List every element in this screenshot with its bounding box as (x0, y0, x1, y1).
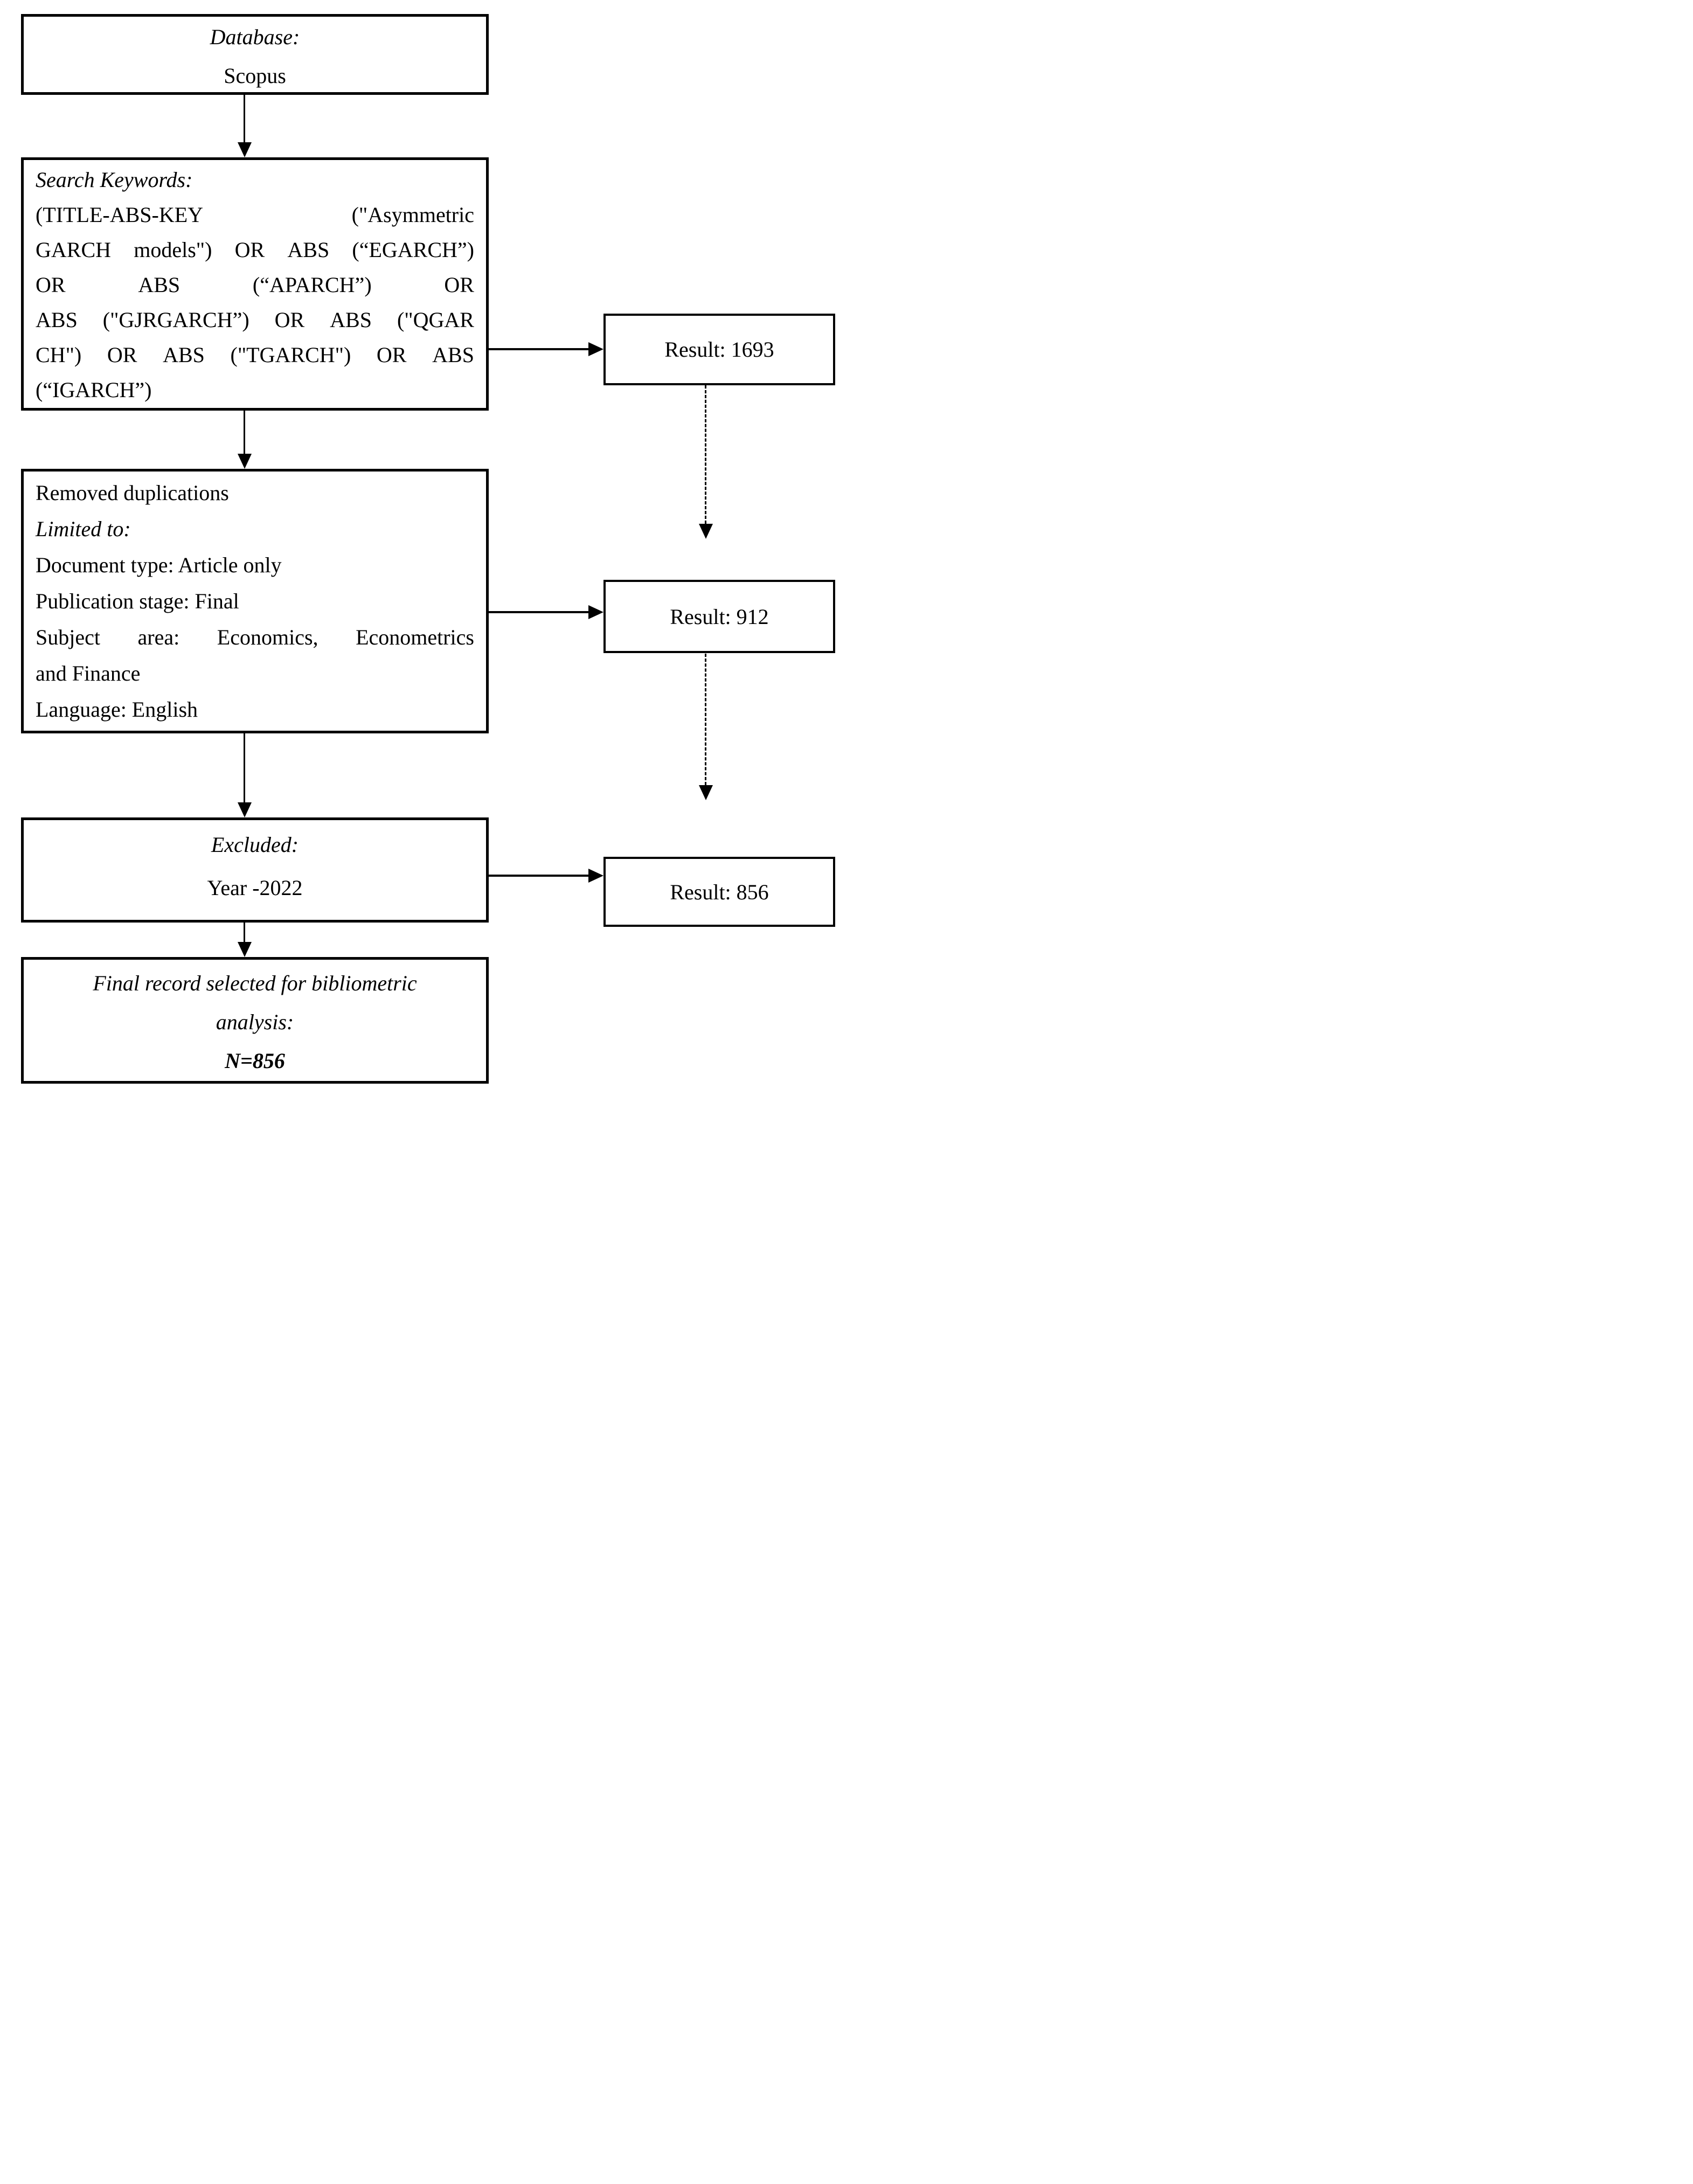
arrow-filters-to-excluded (244, 733, 245, 803)
arrow-excluded-to-result-856-head (588, 869, 603, 883)
arrow-filters-to-result-912-head (588, 605, 603, 619)
arrow-database-to-keywords (244, 95, 245, 143)
database-box: Database: Scopus (21, 14, 489, 95)
arrow-database-to-keywords-head (238, 142, 252, 157)
text-line: N=856 (225, 1049, 285, 1073)
text-line: Limited to: (36, 517, 131, 541)
arrow-filters-to-result-912 (489, 611, 589, 613)
result-box-912: Result: 912 (603, 580, 835, 653)
text-line: analysis: (216, 1010, 294, 1034)
result-856-label: Result: 856 (670, 879, 769, 904)
result-box-1693: Result: 1693 (603, 314, 835, 385)
database-box-title: Database: (210, 25, 300, 49)
search-keywords-box: Search Keywords: (TITLE-ABS-KEY("Asymmetr… (21, 157, 489, 411)
result-1693-label: Result: 1693 (664, 337, 774, 362)
excluded-box: Excluded: Year -2022 (21, 817, 489, 923)
dashed-arrow-912-to-856-head (699, 785, 713, 800)
result-912-label: Result: 912 (670, 604, 769, 629)
arrow-excluded-to-result-856 (489, 875, 589, 877)
flowchart-figure: Database: Scopus Search Keywords: (TITLE-… (0, 0, 846, 1092)
text-line: Language: English (36, 697, 198, 722)
arrow-keywords-to-result-1693 (489, 348, 589, 350)
text-line: and Finance (36, 661, 141, 685)
text-line: Removed duplications (36, 481, 229, 505)
text-line: (TITLE-ABS-KEY("Asymmetric (36, 203, 474, 227)
excluded-box-value: Year -2022 (207, 876, 303, 900)
dashed-arrow-1693-to-912-head (699, 524, 713, 539)
arrow-filters-to-excluded-head (238, 802, 252, 817)
database-box-value: Scopus (224, 64, 286, 88)
arrow-keywords-to-filters (244, 411, 245, 455)
text-line: Publication stage: Final (36, 589, 239, 613)
text-line: Search Keywords: (36, 168, 193, 192)
arrow-excluded-to-final-head (238, 942, 252, 957)
excluded-box-title: Excluded: (211, 833, 299, 857)
dashed-arrow-1693-to-912 (705, 385, 706, 524)
dashed-arrow-912-to-856 (705, 654, 706, 785)
text-line: Final record selected for bibliometric (93, 971, 417, 995)
text-line: (“IGARCH”) (36, 378, 152, 402)
arrow-excluded-to-final (244, 923, 245, 943)
arrow-keywords-to-result-1693-head (588, 342, 603, 356)
result-box-856: Result: 856 (603, 857, 835, 927)
arrow-keywords-to-filters-head (238, 454, 252, 469)
final-record-box: Final record selected for bibliometric an… (21, 957, 489, 1084)
text-line: Document type: Article only (36, 553, 282, 577)
